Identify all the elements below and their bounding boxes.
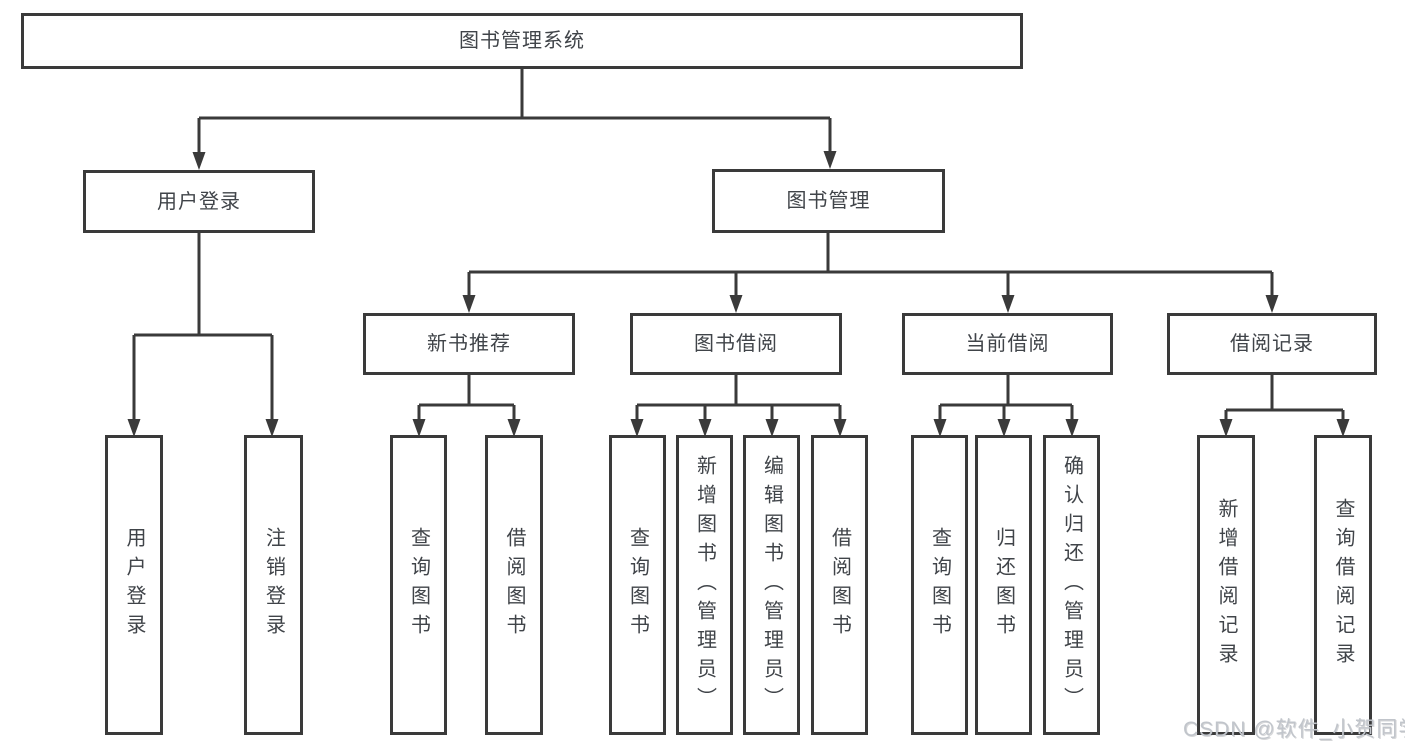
node-new-book-recommend: 新书推荐 [363, 313, 575, 375]
connector-new-book [417, 375, 516, 422]
node-leaf-add-borrow-record: 新增借阅记录 [1197, 435, 1255, 735]
node-label: 图书管理 [786, 190, 871, 212]
node-current-borrow: 当前借阅 [902, 313, 1113, 375]
node-leaf-borrow-book-1: 借阅图书 [485, 435, 543, 735]
connector-book-mgmt [467, 233, 1274, 298]
node-label: 当前借阅 [965, 333, 1050, 355]
node-leaf-user-login: 用户登录 [105, 435, 163, 735]
node-leaf-query-book-3: 查询图书 [911, 435, 968, 735]
node-label: 编辑图书（管理员） [760, 454, 783, 716]
node-label: 新书推荐 [427, 333, 511, 355]
node-label: 注销登录 [262, 527, 285, 643]
node-user-login: 用户登录 [83, 170, 315, 233]
node-leaf-logout: 注销登录 [244, 435, 303, 735]
node-leaf-confirm-return: 确认归还（管理员） [1043, 435, 1100, 735]
node-label: 查询图书 [928, 527, 951, 643]
node-leaf-add-book: 新增图书（管理员） [676, 435, 733, 735]
connector-borrow-record [1224, 375, 1345, 422]
node-leaf-query-book-1: 查询图书 [390, 435, 447, 735]
node-label: 新增借阅记录 [1215, 498, 1237, 672]
node-label: 图书管理系统 [459, 30, 585, 52]
node-label: 归还图书 [992, 527, 1015, 643]
node-label: 借阅图书 [828, 527, 851, 643]
watermark: CSDN @软件_小贺同学 [1183, 718, 1405, 741]
node-leaf-borrow-book-2: 借阅图书 [811, 435, 868, 735]
node-label: 查询借阅记录 [1332, 498, 1354, 672]
node-leaf-query-book-2: 查询图书 [609, 435, 666, 735]
node-label: 用户登录 [123, 527, 145, 643]
node-book-mgmt: 图书管理 [712, 169, 945, 233]
node-borrow-record: 借阅记录 [1167, 313, 1377, 375]
connector-book-borrow [635, 375, 842, 422]
node-root: 图书管理系统 [21, 13, 1023, 69]
node-label: 确认归还（管理员） [1060, 454, 1083, 716]
node-leaf-edit-book: 编辑图书（管理员） [743, 435, 800, 735]
node-label: 新增图书（管理员） [693, 454, 716, 716]
node-label: 查询图书 [407, 527, 430, 643]
node-leaf-query-borrow-record: 查询借阅记录 [1314, 435, 1372, 735]
connector-root [197, 68, 832, 155]
node-label: 查询图书 [626, 527, 649, 643]
connector-current-borrow [938, 375, 1074, 422]
node-label: 用户登录 [157, 190, 241, 213]
node-label: 借阅图书 [503, 527, 525, 643]
node-book-borrow: 图书借阅 [630, 313, 842, 375]
connector-user-login [132, 233, 274, 422]
node-label: 图书借阅 [694, 333, 778, 355]
node-label: 借阅记录 [1230, 333, 1314, 355]
arrowheads [127, 151, 1350, 437]
node-leaf-return-book: 归还图书 [975, 435, 1032, 735]
